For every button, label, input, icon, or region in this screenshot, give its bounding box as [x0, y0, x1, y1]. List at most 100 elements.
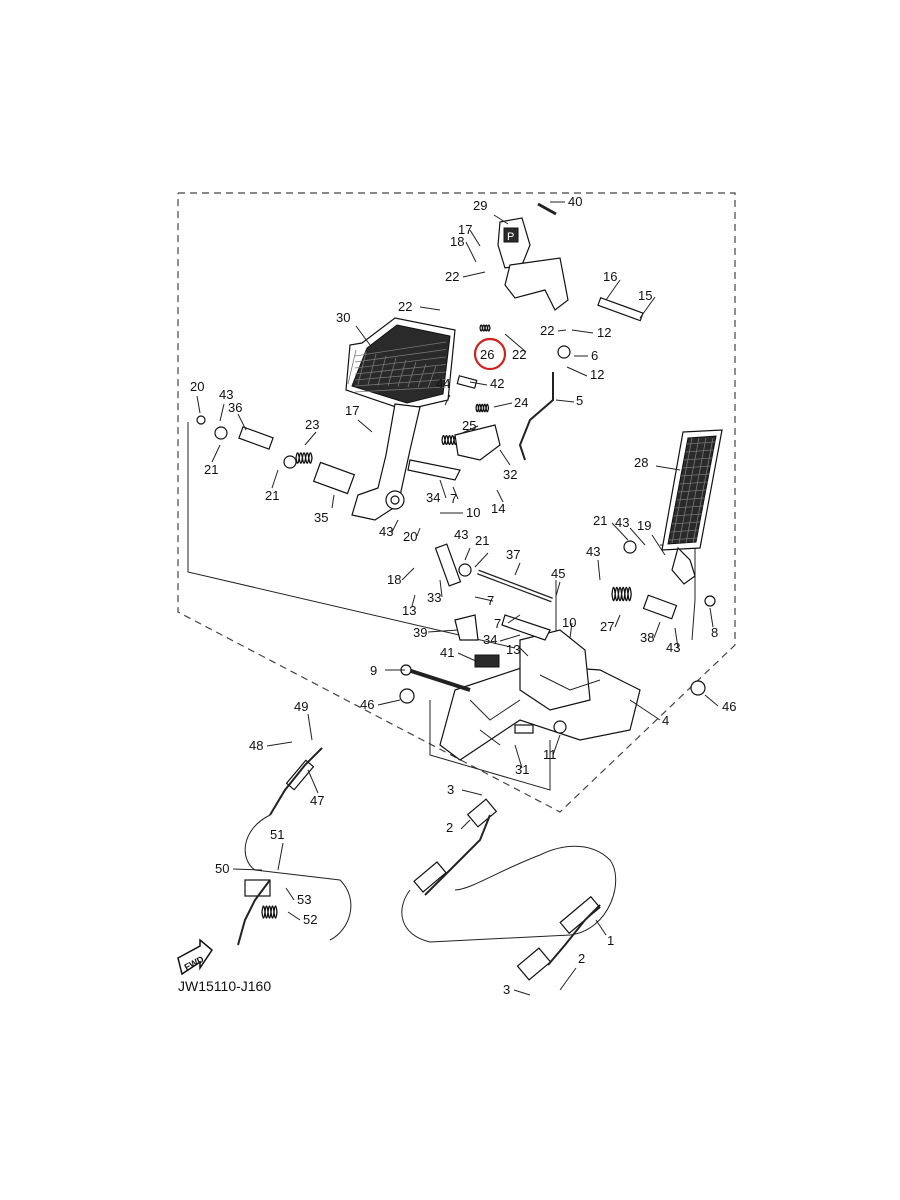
callout-13: 13 — [506, 642, 520, 657]
tread-line — [668, 537, 698, 541]
leader-line — [493, 402, 513, 408]
callout-46: 46 — [722, 699, 736, 714]
brake-pedal-arm — [351, 403, 421, 521]
callout-19: 19 — [637, 518, 651, 533]
tread-line — [682, 465, 711, 469]
callout-22: 22 — [445, 269, 459, 284]
callout-38: 38 — [640, 630, 654, 645]
leader-line — [462, 271, 486, 278]
base-bracket-31 — [439, 629, 641, 761]
callout-12: 12 — [597, 325, 611, 340]
tread-line — [407, 361, 417, 388]
leader-line — [377, 699, 401, 706]
callout-49: 49 — [294, 699, 308, 714]
callout-43: 43 — [615, 515, 629, 530]
cable-loop-1 — [401, 845, 617, 943]
tread-line — [671, 437, 693, 544]
callout-43: 43 — [454, 527, 468, 542]
callout-7: 7 — [487, 593, 494, 608]
leader-line — [460, 819, 471, 830]
plate-34 — [407, 459, 461, 481]
rod-5 — [518, 372, 554, 461]
leader-line — [307, 769, 319, 794]
clevis-2a — [466, 798, 498, 828]
callout-34: 34 — [483, 632, 497, 647]
leader-line — [614, 614, 621, 628]
spring-24 — [475, 403, 490, 413]
callout-25: 25 — [462, 418, 476, 433]
callout-43: 43 — [586, 544, 600, 559]
spacer-42 — [456, 375, 478, 389]
leader-line — [457, 652, 479, 663]
leader-line — [444, 394, 451, 406]
callout-3: 3 — [503, 982, 510, 997]
tread-line — [354, 356, 447, 369]
accelerator-pedal — [661, 429, 723, 585]
bolt-9 — [407, 668, 471, 692]
callout-32: 32 — [503, 467, 517, 482]
callout-20: 20 — [190, 379, 204, 394]
clevis-6 — [557, 345, 571, 359]
callout-5: 5 — [576, 393, 583, 408]
tread-line — [417, 363, 427, 388]
callout-22: 22 — [512, 347, 526, 362]
tread-line — [397, 359, 407, 387]
nut-11 — [553, 720, 567, 734]
callout-41: 41 — [440, 645, 454, 660]
tread-line — [427, 365, 437, 389]
leader-line — [461, 789, 483, 796]
leader-line — [555, 581, 561, 597]
collar-21d — [458, 563, 472, 577]
spring-25 — [441, 434, 458, 446]
leader-line — [651, 534, 666, 556]
tread-line — [671, 521, 701, 525]
spring-52 — [261, 905, 278, 919]
leader-line — [196, 395, 201, 414]
leader-line — [499, 449, 511, 466]
callout-53: 53 — [297, 892, 311, 907]
leader-line — [653, 621, 661, 639]
leader-line — [285, 887, 295, 901]
tread-line — [679, 481, 708, 485]
collar-21b — [283, 455, 297, 469]
leader-line — [287, 911, 301, 921]
leader-line — [569, 622, 573, 639]
bracket-51 — [244, 879, 271, 897]
callout-2: 2 — [446, 820, 453, 835]
pin-15 — [597, 296, 644, 322]
leader-line — [355, 325, 371, 346]
callout-14: 14 — [491, 501, 505, 516]
callout-11: 11 — [543, 747, 557, 762]
leader-line — [304, 431, 317, 446]
callouts: 40 29 17 18 22 16 15 22 30 22 12 26 22 6… — [190, 194, 736, 997]
leader-line — [232, 868, 263, 871]
callout-21: 21 — [204, 462, 218, 477]
leader-line — [611, 522, 629, 541]
leader-line — [605, 279, 621, 301]
leader-line — [266, 741, 293, 747]
tread-line — [354, 371, 447, 381]
diagram-code: JW15110-J160 — [178, 978, 271, 994]
adjuster-47 — [285, 759, 315, 791]
leader-line — [439, 579, 443, 598]
leader-line — [571, 329, 594, 334]
leader-line — [439, 479, 447, 499]
callout-18: 18 — [450, 234, 464, 249]
callout-7: 7 — [494, 616, 501, 631]
tread-line — [354, 349, 447, 363]
bracket-39 — [454, 614, 479, 641]
leader-line — [507, 614, 521, 624]
cable-2-top — [424, 814, 491, 896]
leader-line — [519, 647, 529, 657]
leader-line — [514, 744, 523, 769]
shaft-core — [477, 570, 553, 602]
leader-line — [655, 465, 681, 471]
callout-47: 47 — [310, 793, 324, 808]
leader-line — [277, 842, 284, 871]
collar-21c — [623, 540, 637, 554]
leader-line — [219, 403, 225, 422]
assembly-boundary — [177, 192, 736, 813]
tread-line — [354, 364, 447, 375]
parking-lever: P — [497, 217, 569, 311]
